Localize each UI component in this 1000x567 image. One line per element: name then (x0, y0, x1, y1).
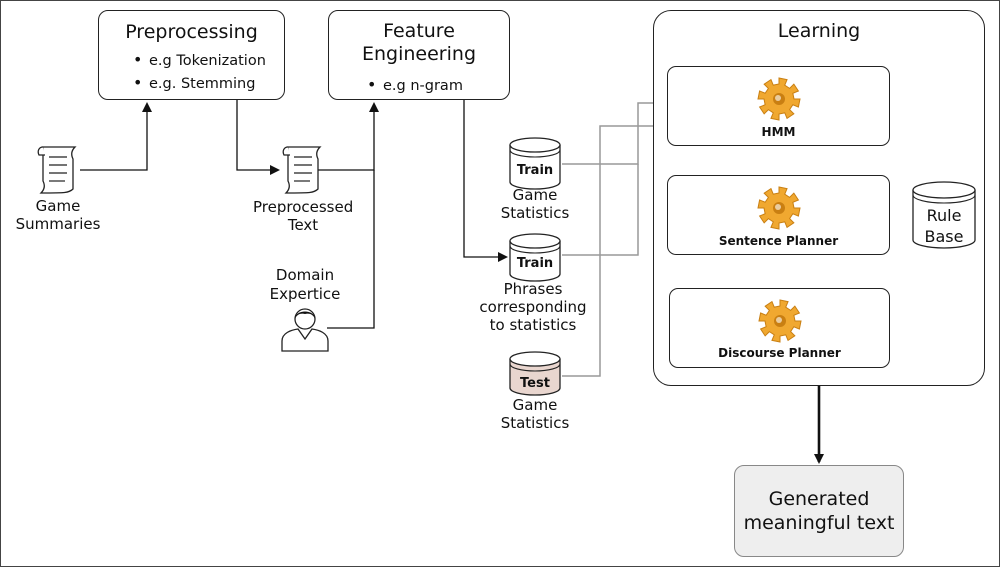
feature-engineering-title-2: Engineering (362, 43, 476, 65)
train-phrases-label-3: to statistics (489, 316, 577, 334)
gray-line-train-phrases (562, 164, 639, 256)
rule-base-label-2: Base (924, 227, 964, 246)
train-phrases-label-1: Phrases (503, 280, 563, 298)
preprocessing-bullet: e.g Tokenization (133, 49, 266, 72)
person-icon (281, 308, 329, 352)
preprocessed-text-label-1: Preprocessed (253, 198, 354, 216)
sentence-planner-stage: Sentence Planner (667, 175, 890, 255)
game-summaries-label-2: Summaries (15, 215, 101, 233)
preprocessing-box: Preprocessing e.g Tokenization e.g. Stem… (98, 10, 285, 100)
discourse-planner-stage: Discourse Planner (669, 288, 890, 368)
hmm-stage: HMM (667, 66, 890, 146)
train-stats-label-2: Statistics (500, 204, 570, 222)
document-icon (282, 146, 322, 194)
arrow-text-to-feature (318, 102, 379, 171)
preprocessed-text-label-2: Text (287, 216, 319, 234)
hmm-label: HMM (761, 125, 796, 139)
document-icon (37, 146, 77, 194)
database-icon (509, 233, 561, 282)
discourse-planner-label: Discourse Planner (718, 346, 841, 360)
gray-line-test-stats (562, 126, 668, 377)
gear-icon (757, 77, 801, 121)
test-stats-label-2: Statistics (500, 414, 570, 432)
train-phrases-label-2: corresponding (479, 298, 587, 316)
game-summaries-label-1: Game (35, 197, 81, 215)
database-icon (509, 137, 561, 190)
database-icon (509, 351, 561, 396)
arrow-summaries-to-preprocessing (80, 102, 152, 171)
generated-text-line-1: Generated (768, 488, 870, 510)
rule-base-label-1: Rule (926, 206, 962, 225)
gear-icon (757, 186, 801, 230)
learning-title: Learning (777, 20, 861, 42)
feature-engineering-title-1: Feature (383, 20, 455, 42)
train-stats-tag: Train (516, 163, 554, 178)
domain-expertise-label-1: Domain (275, 266, 335, 284)
arrow-preprocessing-to-text (236, 100, 280, 175)
preprocessing-bullet: e.g. Stemming (133, 72, 266, 95)
feature-engineering-bullet: e.g n-gram (367, 74, 463, 97)
test-stats-tag: Test (520, 376, 550, 391)
train-phrases-tag: Train (516, 256, 554, 271)
rule-base-database-icon (912, 181, 976, 249)
preprocessing-bullets: e.g Tokenization e.g. Stemming (133, 49, 266, 95)
preprocessing-title: Preprocessing (125, 21, 258, 43)
generated-text-line-2: meaningful text (743, 512, 895, 534)
feature-engineering-box: Feature Engineering e.g n-gram (328, 10, 510, 100)
test-stats-label-1: Game (512, 396, 558, 414)
sentence-planner-label: Sentence Planner (718, 234, 839, 248)
arrow-domain-to-feature (327, 170, 375, 329)
feature-engineering-bullets: e.g n-gram (367, 74, 463, 97)
train-stats-label-1: Game (512, 186, 558, 204)
gear-icon (758, 299, 802, 343)
domain-expertise-label-2: Expertice (269, 285, 341, 303)
arrow-feature-to-phrases (463, 100, 508, 262)
generated-text-box: Generated meaningful text (734, 465, 904, 557)
